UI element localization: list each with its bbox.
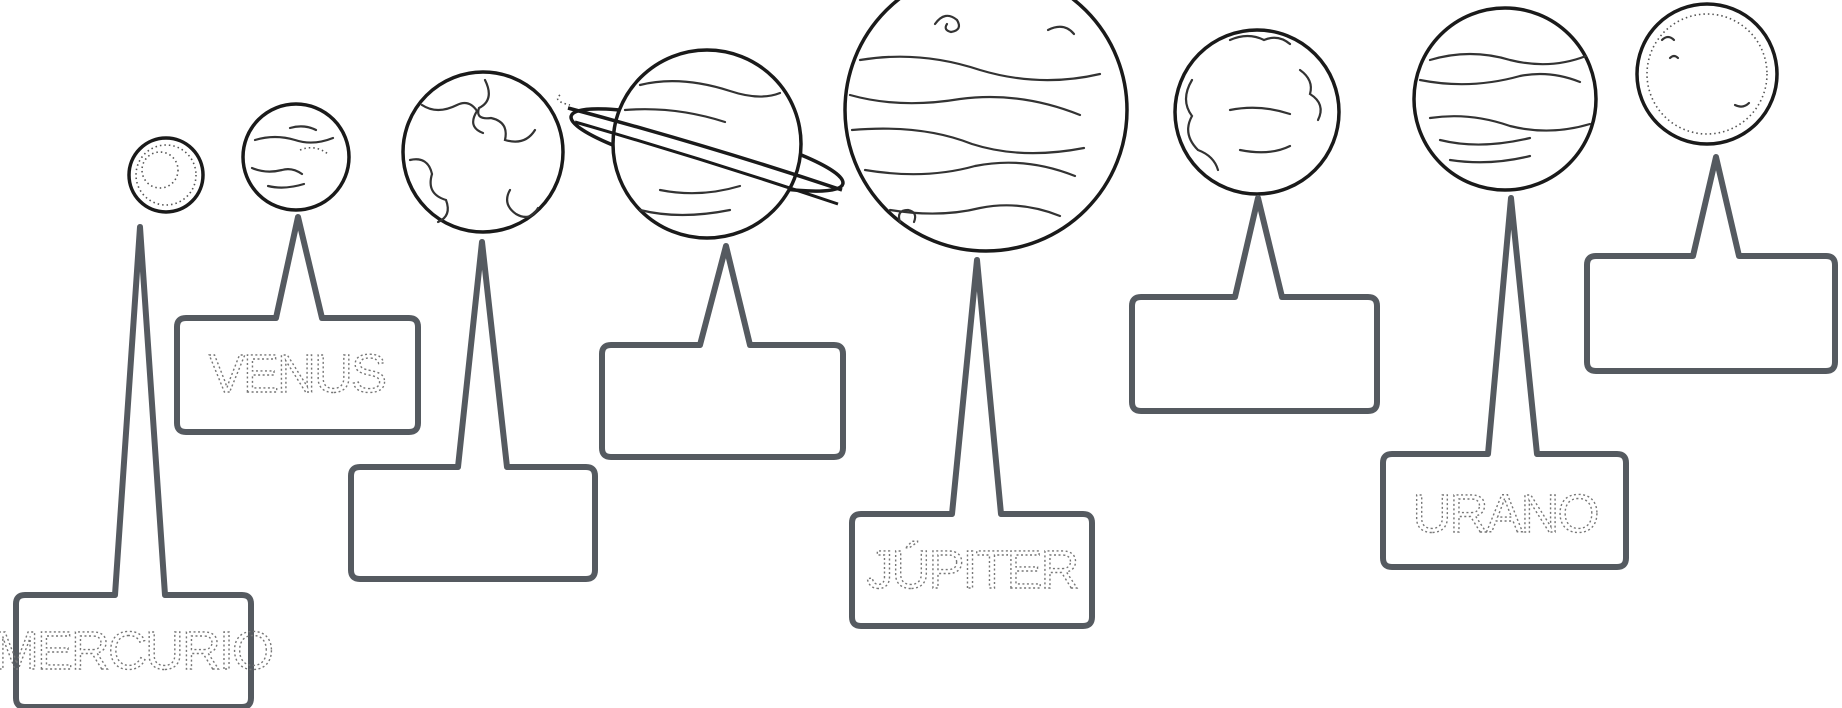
callout-saturn <box>602 246 843 457</box>
planet-mars <box>1175 30 1339 194</box>
planet-mercury <box>129 138 203 212</box>
planet-uranus <box>1414 8 1596 190</box>
planet-venus <box>243 104 349 210</box>
callout-mars <box>1132 198 1377 411</box>
callout-neptune <box>1587 157 1835 371</box>
label-uranus: URANO <box>1412 484 1597 544</box>
label-venus: VENUS <box>209 344 385 404</box>
label-mercury: MERCURIO <box>0 621 272 681</box>
planet-jupiter <box>845 0 1127 251</box>
planet-saturn <box>558 50 849 238</box>
label-jupiter: JÚPITER <box>866 540 1077 600</box>
planet-neptune <box>1637 4 1777 144</box>
planet-earth <box>403 72 563 232</box>
